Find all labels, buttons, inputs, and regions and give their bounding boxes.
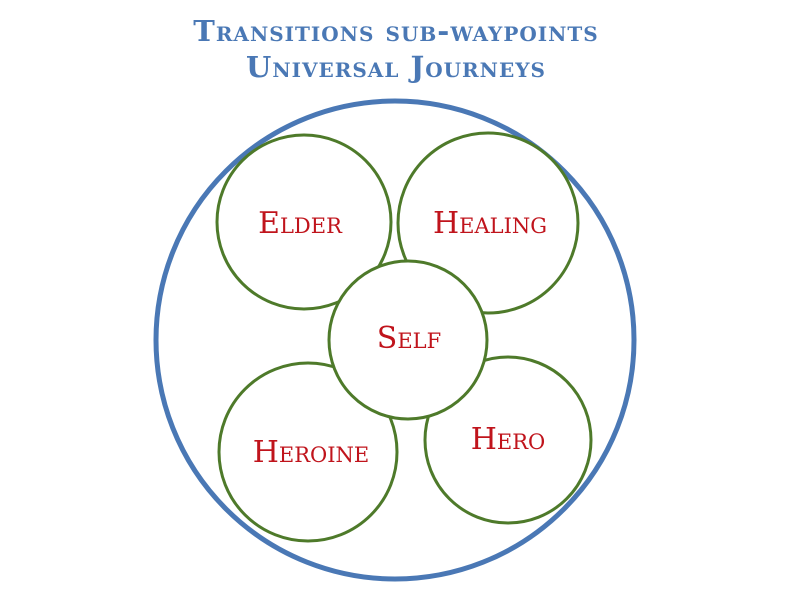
node-heroine-circle bbox=[217, 361, 399, 543]
diagram-title-line-2: Universal Journeys bbox=[246, 50, 546, 84]
outer-circle bbox=[153, 98, 637, 582]
node-healing-label: Healing bbox=[433, 206, 547, 241]
node-hero: Hero bbox=[423, 355, 593, 525]
diagram-title-line-1: Transitions sub-waypoints bbox=[193, 14, 599, 48]
node-self: Self bbox=[327, 259, 489, 421]
node-elder-circle bbox=[215, 133, 393, 311]
node-elder-label: Elder bbox=[258, 206, 343, 241]
node-elder: Elder bbox=[215, 133, 393, 311]
node-self-circle bbox=[327, 259, 489, 421]
node-heroine-label: Heroine bbox=[253, 435, 370, 470]
node-heroine: Heroine bbox=[217, 361, 399, 543]
node-self-label: Self bbox=[377, 321, 441, 356]
node-hero-circle bbox=[423, 355, 593, 525]
node-hero-label: Hero bbox=[471, 422, 546, 457]
